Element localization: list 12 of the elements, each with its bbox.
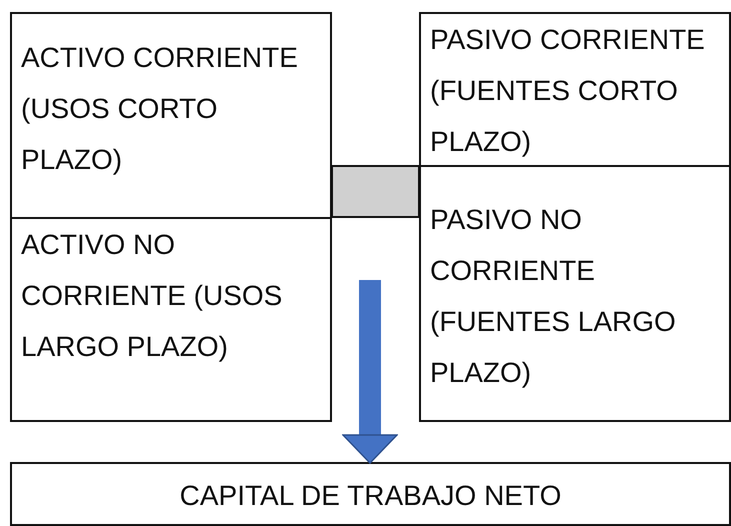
down-arrow <box>342 280 398 464</box>
box-label: ACTIVO NO CORRIENTE (USOS LARGO PLAZO) <box>21 228 284 364</box>
result-box <box>10 462 731 526</box>
current-liability-box <box>419 12 731 167</box>
shaded-gap-box <box>331 165 420 218</box>
non-current-asset-box <box>10 217 332 422</box>
box-label: CAPITAL DE TRABAJO NETO <box>180 479 562 513</box>
box-label: PASIVO NO CORRIENTE (FUENTES LARGO PLAZO) <box>430 202 677 390</box>
box-label: PASIVO CORRIENTE (FUENTES CORTO PLAZO) <box>430 23 706 159</box>
current-asset-box <box>10 12 332 219</box>
non-current-liability-box <box>419 165 731 422</box>
box-label: ACTIVO CORRIENTE (USOS CORTO PLAZO) <box>21 41 299 177</box>
